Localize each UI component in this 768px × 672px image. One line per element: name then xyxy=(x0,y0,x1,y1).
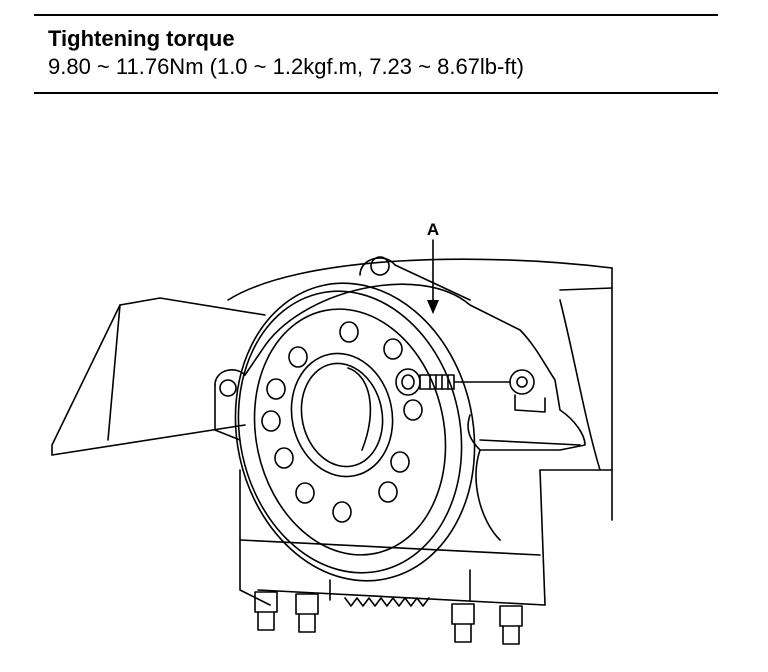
timing-gear-teeth xyxy=(344,597,430,607)
pulley-hub-inner xyxy=(300,362,384,468)
pulley-hole xyxy=(332,501,352,523)
engine-block xyxy=(51,258,613,606)
pulley-hole xyxy=(403,399,423,421)
spec-value: 9.80 ~ 11.76Nm (1.0 ~ 1.2kgf.m, 7.23 ~ 8… xyxy=(48,54,524,79)
pulley-holes xyxy=(261,321,423,523)
pulley-rim-outer xyxy=(237,290,463,574)
spec-title: Tightening torque xyxy=(48,26,235,51)
lower-bolt xyxy=(451,603,475,643)
crankshaft-pulley xyxy=(234,282,476,582)
bottom-rule xyxy=(34,92,718,94)
pulley-hole xyxy=(266,378,286,400)
bracket-bolt xyxy=(395,368,511,396)
callout-label: A xyxy=(427,220,439,239)
top-rule xyxy=(34,14,718,16)
bracket-bolt-hole xyxy=(516,376,528,388)
bolt-head xyxy=(395,368,421,396)
pulley-hole xyxy=(390,451,410,473)
pulley-hole xyxy=(339,321,359,343)
callout-arrowhead xyxy=(427,300,439,314)
pulley-hole xyxy=(295,482,315,504)
pulley-hole xyxy=(288,346,308,368)
pulley-hole xyxy=(383,338,403,360)
pulley-hub-outer xyxy=(290,352,394,478)
lower-bolt xyxy=(499,605,523,645)
lower-bolt xyxy=(254,591,278,631)
callout-a: A xyxy=(427,220,439,314)
pulley-hole xyxy=(378,481,398,503)
lower-bolt xyxy=(295,593,319,633)
pulley-rim-rear xyxy=(234,282,476,582)
left-bracket-hole xyxy=(219,379,237,397)
pulley-hole xyxy=(261,410,281,432)
pulley-hole xyxy=(274,447,294,469)
bracket-bolt-boss xyxy=(509,369,535,395)
torque-spec: Tightening torque 9.80 ~ 11.76Nm (1.0 ~ … xyxy=(48,26,524,82)
lower-bolts xyxy=(254,591,523,645)
upper-bracket-hole xyxy=(370,256,390,276)
pulley-rim-inner xyxy=(253,308,447,556)
